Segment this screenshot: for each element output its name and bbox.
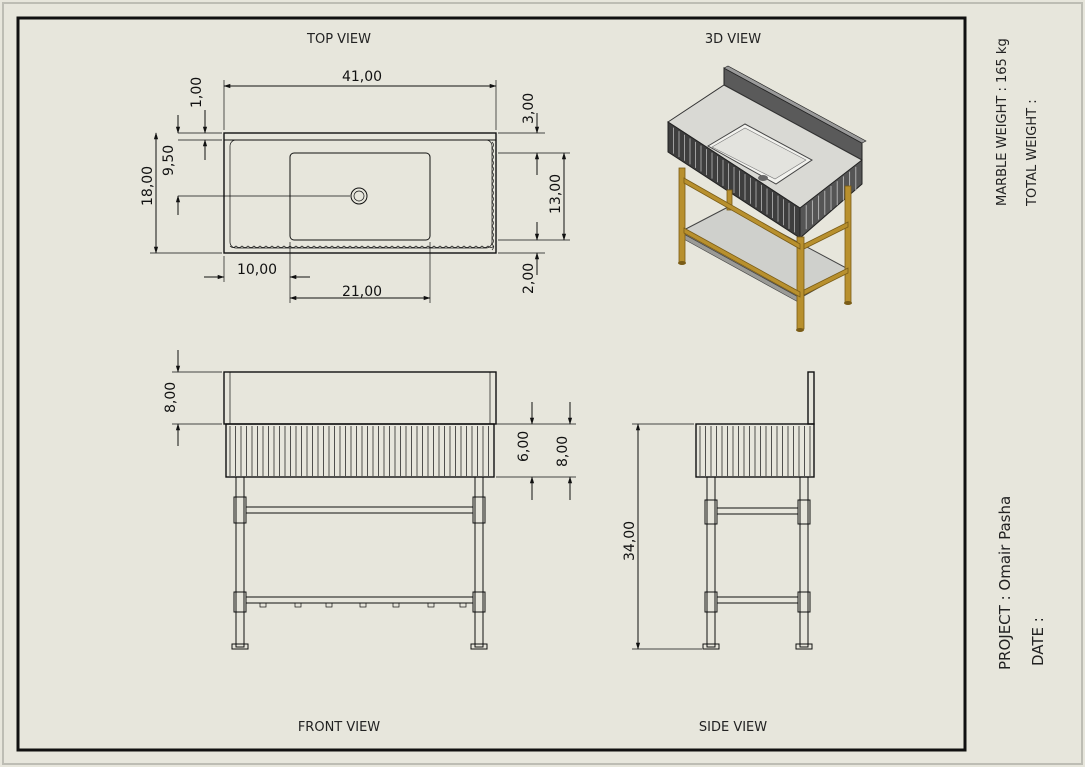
project-name: PROJECT : Omair Pasha xyxy=(996,496,1014,670)
dim-top-depth: 18,00 xyxy=(140,166,156,206)
3d-view xyxy=(667,65,867,332)
dim-top-backsplash: 3,00 xyxy=(521,93,537,124)
frame-border xyxy=(16,16,967,752)
shelf-tab xyxy=(427,602,435,608)
shelf-tab xyxy=(392,602,400,608)
top-view-label: TOP VIEW xyxy=(306,32,371,47)
dim-top-offset: 10,00 xyxy=(237,262,277,278)
marble-weight: MARBLE WEIGHT : 165 kg xyxy=(995,38,1010,206)
shelf-tab xyxy=(459,602,467,608)
front-view-label: FRONT VIEW xyxy=(298,720,380,735)
front-view: 8,00 6,00 8,00 xyxy=(163,350,576,650)
dim-front-slab: 8,00 xyxy=(555,436,571,467)
dim-top-width: 41,00 xyxy=(342,69,382,85)
dim-top-front-gap: 2,00 xyxy=(521,263,537,294)
drain-icon xyxy=(350,187,368,205)
title-block: MARBLE WEIGHT : 165 kg TOTAL WEIGHT : PR… xyxy=(995,38,1047,670)
dim-top-drain: 9,50 xyxy=(161,145,177,176)
shelf-tab xyxy=(294,602,302,608)
3d-view-label: 3D VIEW xyxy=(705,32,761,47)
side-view: 34,00 xyxy=(622,371,815,650)
shelf-tab xyxy=(325,602,333,608)
dim-front-backsplash: 8,00 xyxy=(163,382,179,413)
total-weight: TOTAL WEIGHT : xyxy=(1025,99,1040,207)
top-view: 41,00 1,00 9,50 18,00 3,00 13,00 2,00 xyxy=(140,69,570,303)
dim-top-basin-width: 21,00 xyxy=(342,284,382,300)
shelf-tab xyxy=(359,602,367,608)
dim-top-basin-depth: 13,00 xyxy=(548,174,564,214)
dim-front-fluting: 6,00 xyxy=(516,431,532,462)
shelf-tab xyxy=(259,602,267,608)
date-field: DATE : xyxy=(1029,617,1047,666)
dim-side-height: 34,00 xyxy=(622,521,638,561)
dim-top-edge: 1,00 xyxy=(189,77,205,108)
side-view-label: SIDE VIEW xyxy=(699,720,767,735)
